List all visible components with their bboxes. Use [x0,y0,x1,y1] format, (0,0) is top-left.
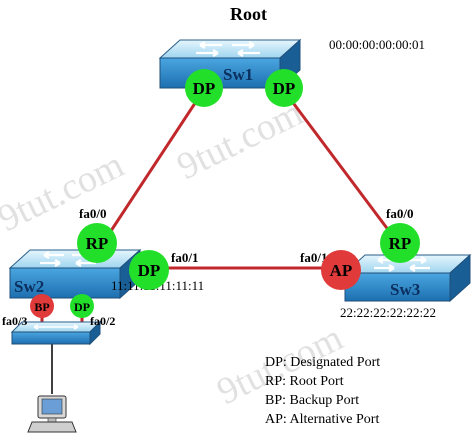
port-sw2-right-name: fa0/1 [171,250,198,265]
legend-ap-abbr: AP [265,412,283,427]
root-label: Root [230,4,267,24]
legend-bp-abbr: BP [265,393,282,408]
legend-dp-abbr: DP [265,355,283,370]
sw3-name: Sw3 [390,280,420,299]
switch-sw2[interactable]: Sw2 [8,248,142,300]
port-sw2-top-name: fa0/0 [79,206,106,221]
legend-rp-abbr: RP [265,374,282,389]
port-sw2-right[interactable]: DP [129,250,169,290]
port-sw3-top[interactable]: RP [380,223,420,263]
port-sw3-left-name: fa0/1 [300,250,327,265]
legend-item-ap: AP: Alternative Port [265,412,379,427]
hub-arrow-icon [33,324,79,330]
legend-dp-text: Designated Port [290,355,380,370]
port-sw2-bp-name: fa0/3 [2,314,27,328]
legend: DP: Designated Port RP: Root Port BP: Ba… [265,355,380,427]
switch-arrows-icon [196,41,260,57]
port-sw1-right[interactable]: DP [265,69,303,107]
link-sw1-sw2 [101,87,207,244]
legend-item-bp: BP: Backup Port [265,393,359,408]
sw1-name: Sw1 [223,65,253,84]
port-sw2-bp[interactable]: BP [30,294,54,318]
watermark-1: 9tut.com [0,144,130,241]
legend-ap-text: Alternative Port [290,412,380,427]
port-sw2-dp[interactable]: DP [70,294,94,318]
port-sw2-bp-role: BP [34,300,49,314]
sw1-mac: 00:00:00:00:00:01 [329,37,425,52]
port-sw3-top-role: RP [389,234,412,253]
legend-rp-text: Root Port [290,374,344,389]
pc-icon[interactable] [27,395,77,433]
port-sw1-right-role: DP [273,79,296,98]
port-sw3-left[interactable]: AP [321,250,361,290]
legend-bp-text: Backup Port [290,393,360,408]
link-sw1-sw3 [280,87,400,244]
port-sw1-left[interactable]: DP [185,69,223,107]
port-sw2-top-role: RP [86,234,109,253]
port-sw3-top-name: fa0/0 [386,206,413,221]
port-sw2-top[interactable]: RP [77,223,117,263]
port-sw1-left-role: DP [193,79,216,98]
hub[interactable] [10,320,102,346]
port-sw2-right-role: DP [138,261,161,280]
port-sw2-dp-role: DP [74,300,90,314]
port-sw3-left-role: AP [330,261,353,280]
legend-item-rp: RP: Root Port [265,374,344,389]
sw3-mac: 22:22:22:22:22:22 [340,305,436,320]
legend-item-dp: DP: Designated Port [265,355,380,370]
switch-sw3[interactable]: Sw3 [343,253,472,303]
port-sw2-dp-name: fa0/2 [90,314,115,328]
sw2-name: Sw2 [14,277,44,296]
